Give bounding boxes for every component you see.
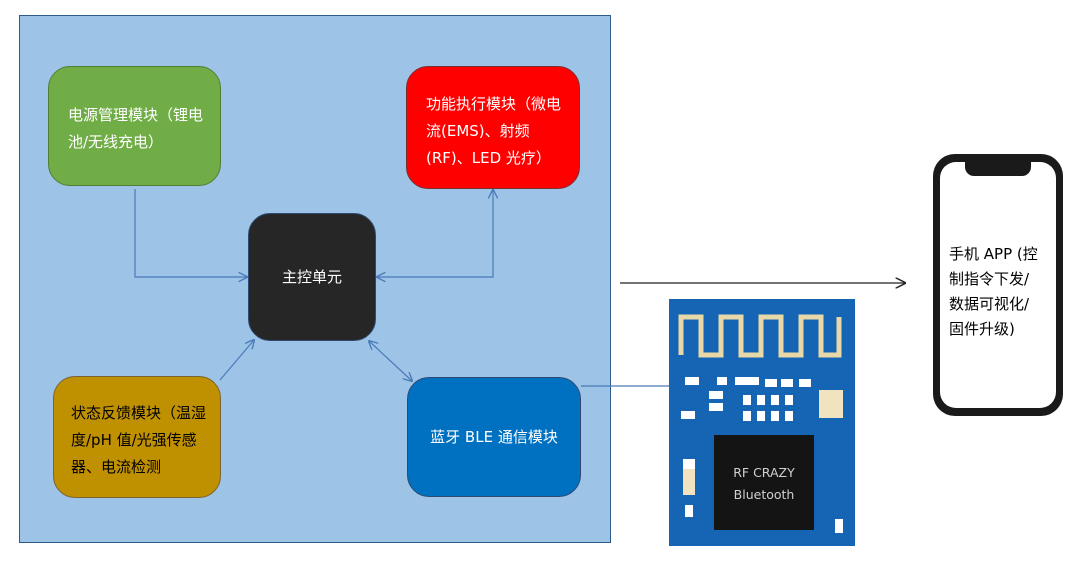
state-module-label: 状态反馈模块（温湿度/pH 值/光强传感器、电流检测: [71, 404, 207, 476]
smd-pad: [771, 395, 779, 405]
mcu-to-ble-connector: [369, 341, 412, 381]
state-to-mcu-connector: [219, 340, 254, 381]
smd-pad: [785, 395, 793, 405]
chip-brand-label: RF CRAZY: [733, 465, 795, 480]
crystal-component: [819, 390, 843, 418]
main-control-label: 主控单元: [281, 267, 342, 286]
smd-pad: [709, 403, 723, 411]
smd-pad: [835, 519, 843, 533]
ble-module-label: 蓝牙 BLE 通信模块: [430, 427, 558, 446]
smd-pad: [709, 391, 723, 399]
bluetooth-module-image: RF CRAZY Bluetooth: [669, 299, 855, 546]
phone-notch: [965, 162, 1031, 176]
smd-pad: [743, 411, 751, 421]
mcu-to-exec-connector: [377, 190, 493, 277]
smd-pad: [735, 377, 747, 385]
smd-pad: [781, 379, 793, 387]
smartphone-image: 手机 APP (控 制指令下发/ 数据可视化/ 固件升级): [933, 154, 1063, 416]
smd-pad: [785, 411, 793, 421]
exec-module-label: 功能执行模块（微电流(EMS)、射频(RF)、LED 光疗）: [426, 95, 562, 167]
main-control-unit: 主控单元: [248, 213, 376, 341]
smd-pad: [747, 377, 759, 385]
smd-pad: [757, 411, 765, 421]
smd-pad: [685, 377, 699, 385]
smd-pad: [681, 411, 695, 419]
power-module-label: 电源管理模块（锂电池/无线充电）: [68, 106, 204, 151]
pcb-antenna-icon: [678, 314, 842, 358]
smd-component: [683, 469, 695, 495]
chip-type-label: Bluetooth: [733, 487, 795, 502]
smd-pad: [743, 395, 751, 405]
smd-pad: [757, 395, 765, 405]
state-feedback-module: 状态反馈模块（温湿度/pH 值/光强传感器、电流检测: [53, 376, 221, 498]
smd-pad: [717, 377, 727, 385]
smd-pad: [799, 379, 811, 387]
smd-pad: [765, 379, 777, 387]
bluetooth-chip: RF CRAZY Bluetooth: [714, 435, 814, 530]
function-execution-module: 功能执行模块（微电流(EMS)、射频(RF)、LED 光疗）: [406, 66, 580, 189]
ble-communication-module: 蓝牙 BLE 通信模块: [407, 377, 581, 497]
smd-pad: [685, 505, 693, 517]
power-management-module: 电源管理模块（锂电池/无线充电）: [48, 66, 221, 186]
power-to-mcu-connector: [134, 189, 247, 277]
smd-pad: [771, 411, 779, 421]
phone-app-label: 手机 APP (控 制指令下发/ 数据可视化/ 固件升级): [949, 245, 1038, 338]
phone-screen: [940, 162, 1056, 408]
